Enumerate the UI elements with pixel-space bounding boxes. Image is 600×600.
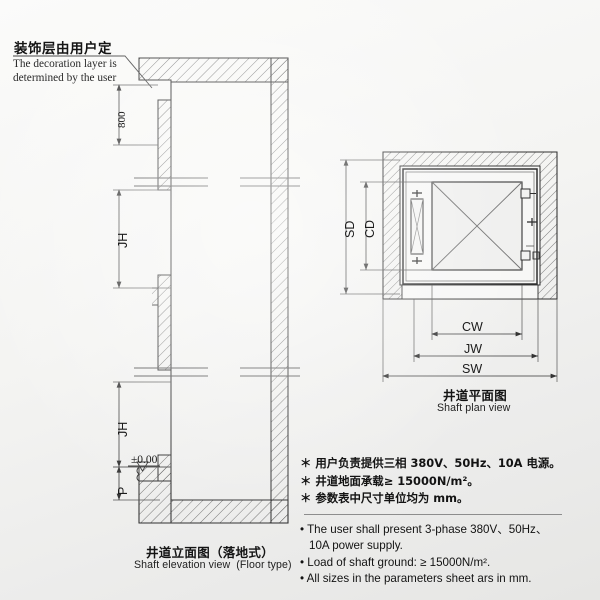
dimension-label-sw: SW: [462, 362, 483, 376]
notes-divider: [304, 513, 562, 515]
decoration-note-chinese: 装饰层由用户定: [14, 41, 112, 57]
shaft-pit-floor: [138, 480, 289, 524]
dimension-label-800: 800: [116, 111, 128, 129]
dimension-label-cd: CD: [363, 219, 377, 238]
dimension-label-pit: P: [116, 486, 130, 495]
note-en-2: • Load of shaft ground: ≥ 15000N/m².: [300, 555, 491, 569]
dimension-label-jh-upper: JH: [116, 232, 130, 248]
note-en-1: • The user shall present 3-phase 380V、50…: [300, 522, 595, 555]
dimension-label-sd: SD: [343, 220, 357, 238]
note-cn-3: ＊ 参数表中尺寸单位均为 mm。: [300, 491, 469, 505]
note-en-1-line2: 10A power supply.: [309, 539, 403, 552]
elevation-caption-chinese: 井道立面图（落地式）: [146, 545, 275, 560]
note-en-1-line1: • The user shall present 3-phase 380V、50…: [300, 522, 548, 536]
shaft-overhead-slab: [138, 57, 289, 83]
level-datum-label: ±0.00: [131, 454, 158, 466]
note-en-3: • All sizes in the parameters sheet ars …: [300, 572, 532, 585]
shaft-left-wall-mid: [152, 274, 172, 371]
shaft-right-wall: [270, 57, 289, 524]
note-cn-1: ＊ 用户负责提供三相 380V、50Hz、10A 电源。: [300, 456, 561, 470]
shaft-left-wall-upper: [157, 99, 172, 191]
plan-door-opening: [401, 284, 539, 300]
plan-caption-english: Shaft plan view: [437, 402, 511, 414]
dimension-label-cw: CW: [462, 320, 483, 334]
decoration-note-english: The decoration layer is determined by th…: [13, 58, 117, 84]
note-cn-2: ＊ 井道地面承载≥ 15000N/m²。: [300, 473, 479, 488]
dimension-label-jh-lower: JH: [116, 421, 130, 437]
elevation-caption-english: Shaft elevation view (Floor type): [134, 559, 292, 571]
plan-drawing: [340, 151, 558, 382]
pit-sill-step: [136, 466, 172, 482]
dimension-label-jw: JW: [464, 342, 483, 356]
notes-block: ＊ 用户负责提供三相 380V、50Hz、10A 电源。 ＊ 井道地面承载≥ 1…: [300, 455, 595, 588]
plan-caption-chinese: 井道平面图: [443, 388, 508, 403]
